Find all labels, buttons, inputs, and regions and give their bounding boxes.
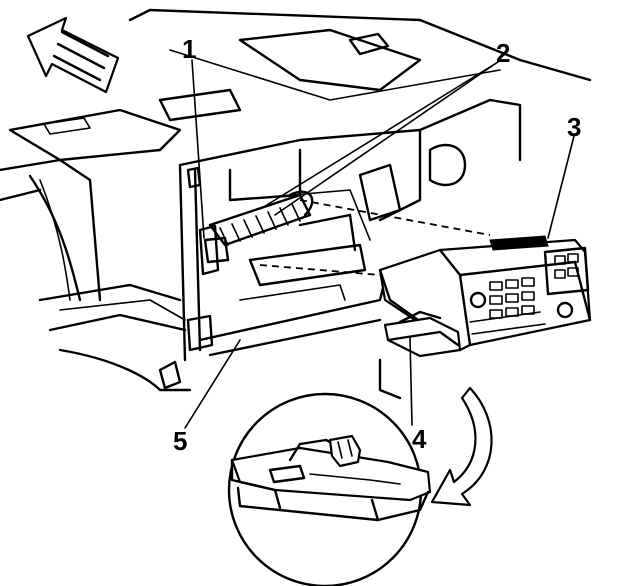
detail-view	[227, 392, 432, 586]
alignment-line	[299, 199, 491, 236]
forward-direction-arrow	[26, 16, 120, 94]
instrument-panel	[0, 8, 592, 400]
callout-1: 1	[182, 34, 196, 64]
wiring-connector	[198, 190, 314, 276]
callout-2: 2	[496, 38, 510, 68]
alignment-line-lower	[259, 264, 381, 276]
callout-5: 5	[173, 426, 187, 456]
leader-lines	[184, 59, 575, 429]
callout-4: 4	[412, 424, 427, 454]
radio-cavity	[178, 98, 522, 362]
detail-pointer-arrow	[430, 386, 493, 507]
retaining-clip	[383, 310, 462, 358]
callout-3: 3	[567, 112, 581, 142]
